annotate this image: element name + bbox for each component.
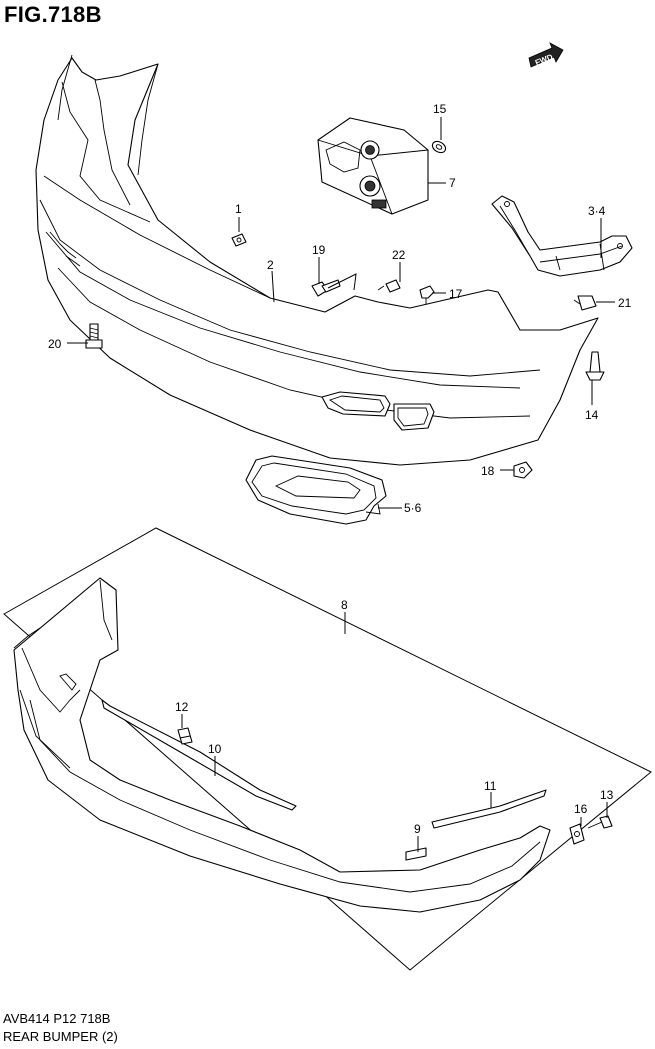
bumper-side-bracket [491,195,633,277]
figure-name: REAR BUMPER (2) [3,1029,118,1044]
leader-lines [67,117,615,852]
fwd-arrow-icon: FWD [528,42,564,68]
rear-reflector [245,455,387,525]
callout-8: 8 [341,598,348,612]
callout-16: 16 [574,802,588,816]
callout-10: 10 [208,742,222,756]
clip-17 [419,285,435,304]
callout-2: 2 [267,258,274,272]
bolt-20 [85,323,103,349]
nut-18 [513,461,533,479]
clip-21 [573,295,597,311]
screw-22 [377,279,401,293]
callout-13: 13 [600,788,614,802]
callout-22: 22 [392,248,406,262]
callout-9: 9 [414,822,421,836]
callout-1: 1 [235,202,242,216]
callout-14: 14 [585,408,599,422]
callout-12: 12 [175,700,189,714]
grommet-15 [431,140,447,154]
bumper-absorber-block [317,117,429,215]
moulding-10 [101,699,297,811]
figure-title: FIG.718B [4,2,102,27]
clip-9 [405,847,427,861]
callout-3-4: 3·4 [588,204,606,218]
screw-13 [587,815,613,829]
screw-14 [585,351,605,381]
lower-bumper-garnish [13,577,551,913]
callout-20: 20 [48,337,62,351]
moulding-11 [431,789,547,829]
callout-15: 15 [433,102,447,116]
callout-17: 17 [449,287,463,301]
callout-19: 19 [312,243,326,257]
nut-16 [569,823,585,845]
figure-code: AVB414 P12 718B [3,1011,111,1026]
callout-21: 21 [618,296,632,310]
clip-12 [177,727,193,745]
bolt-19 [311,279,341,297]
callout-11: 11 [484,779,497,793]
callout-7: 7 [449,176,456,190]
bumper-cover [35,54,599,466]
callout-18: 18 [481,464,495,478]
nut-1 [231,233,247,247]
callout-5-6: 5·6 [404,501,422,515]
